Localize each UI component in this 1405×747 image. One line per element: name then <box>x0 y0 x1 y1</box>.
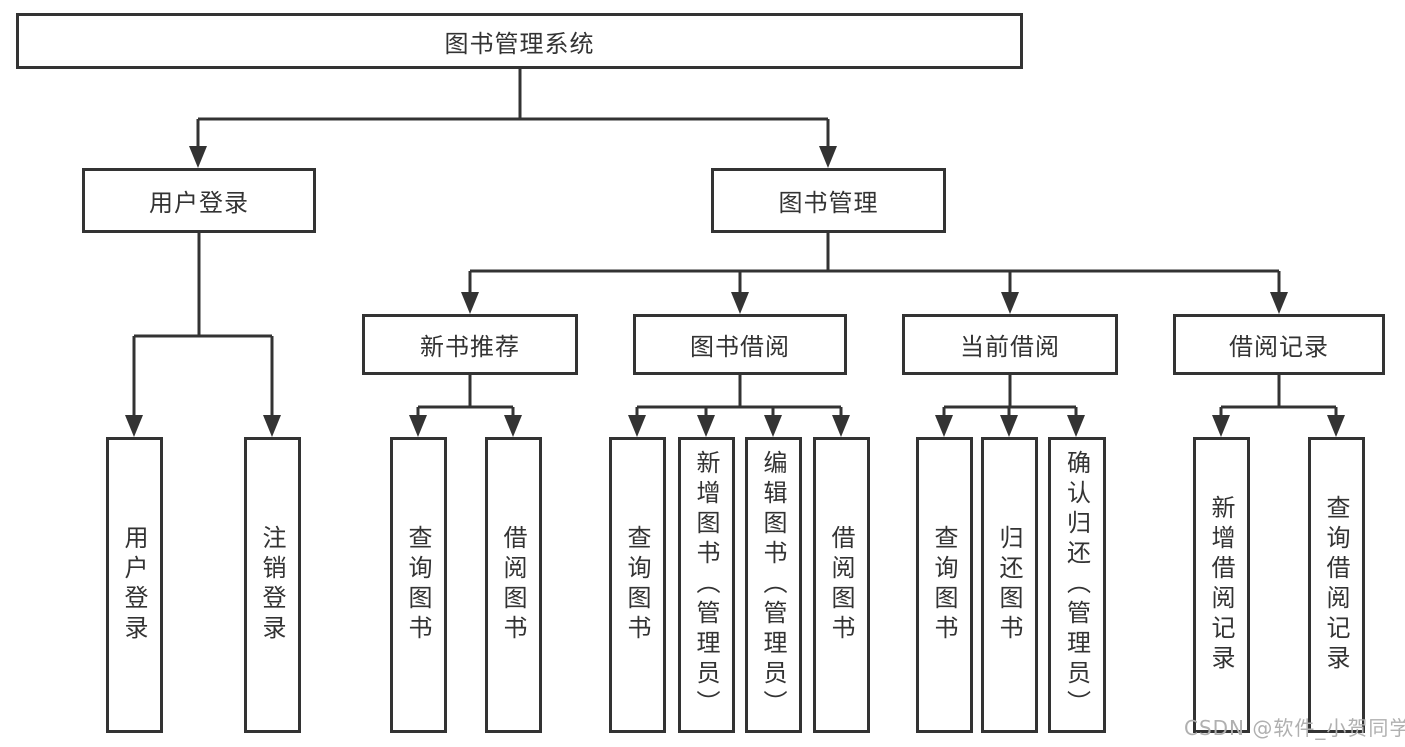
node-current-borrow: 当前借阅 <box>902 314 1118 375</box>
node-book-borrow: 图书借阅 <box>633 314 847 375</box>
arrowhead-icon <box>1001 292 1019 314</box>
leaf-query-books-current: 查询图书 <box>916 437 973 733</box>
arrowhead-icon <box>697 415 715 437</box>
arrowhead-icon <box>1000 415 1018 437</box>
leaf-logout: 注销登录 <box>244 437 301 733</box>
leaf-return-books: 归还图书 <box>981 437 1038 733</box>
node-book-management: 图书管理 <box>711 168 946 233</box>
connector-book-management <box>468 233 1281 293</box>
arrowhead-icon <box>409 415 427 437</box>
arrowhead-icon <box>764 415 782 437</box>
connector-new-book-recommend <box>416 375 515 416</box>
arrowhead-icon <box>263 415 281 437</box>
arrowhead-icon <box>1327 415 1345 437</box>
node-library-management-system: 图书管理系统 <box>16 13 1023 69</box>
leaf-borrow-books: 借阅图书 <box>813 437 870 733</box>
arrowhead-icon <box>935 415 953 437</box>
connector-current-borrow <box>942 375 1078 416</box>
leaf-confirm-return-admin: 确认归还（管理员） <box>1048 437 1106 733</box>
connector-root <box>196 69 830 147</box>
arrowhead-icon <box>504 415 522 437</box>
arrowhead-icon <box>819 146 837 168</box>
arrowhead-icon <box>832 415 850 437</box>
connector-book-borrow <box>635 375 843 416</box>
connector-borrow-records <box>1219 375 1338 416</box>
leaf-edit-books-admin: 编辑图书（管理员） <box>745 437 802 733</box>
arrowhead-icon <box>1212 415 1230 437</box>
leaf-add-books-admin: 新增图书（管理员） <box>678 437 735 733</box>
arrowhead-icon <box>1270 292 1288 314</box>
leaf-query-borrow-record: 查询借阅记录 <box>1308 437 1365 733</box>
leaf-user-login: 用户登录 <box>106 437 163 733</box>
connector-user-login <box>132 233 274 416</box>
arrowhead-icon <box>125 415 143 437</box>
node-borrow-records: 借阅记录 <box>1173 314 1385 375</box>
leaf-borrow-books-recommend: 借阅图书 <box>485 437 542 733</box>
leaf-query-books-recommend: 查询图书 <box>390 437 447 733</box>
arrowhead-icon <box>461 292 479 314</box>
leaf-query-books-borrow: 查询图书 <box>609 437 666 733</box>
arrowhead-icon <box>1067 415 1085 437</box>
arrowhead-icon <box>628 415 646 437</box>
node-new-book-recommend: 新书推荐 <box>362 314 578 375</box>
csdn-watermark: CSDN @软件_小贺同学 <box>1184 716 1405 740</box>
arrowhead-icon <box>731 292 749 314</box>
node-user-login: 用户登录 <box>82 168 316 233</box>
arrowhead-icon <box>189 146 207 168</box>
leaf-add-borrow-record: 新增借阅记录 <box>1193 437 1250 733</box>
